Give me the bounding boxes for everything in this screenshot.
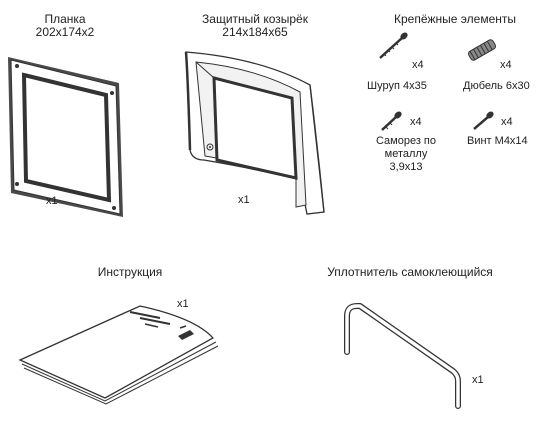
screw-illustration xyxy=(379,32,408,59)
plate-title: Планка xyxy=(44,12,86,26)
manual-quantity: x1 xyxy=(177,298,189,310)
dowel-quantity: x4 xyxy=(500,59,512,71)
bolt-quantity: x4 xyxy=(501,116,513,128)
visor-quantity: x1 xyxy=(238,194,250,206)
seal-quantity: x1 xyxy=(472,374,484,386)
metal-screw-quantity: x4 xyxy=(410,116,422,128)
manual-illustration xyxy=(18,305,219,405)
manual-title: Инструкция xyxy=(97,265,163,279)
screw-quantity: x4 xyxy=(412,59,424,71)
metal-screw-illustration xyxy=(381,111,402,131)
seal-illustration xyxy=(344,303,461,409)
plate-dims: 202x174x2 xyxy=(35,25,95,39)
plate-illustration xyxy=(8,57,123,217)
metal-screw-label-line-2: металлу xyxy=(384,148,428,160)
dowel-label: Дюбель 6x30 xyxy=(463,80,530,92)
bolt-label: Винт М4x14 xyxy=(467,135,528,147)
visor-dims: 214x184x65 xyxy=(222,25,288,39)
seal-title: Уплотнитель самоклеющийся xyxy=(327,265,493,279)
visor-title: Защитный козырёк xyxy=(202,12,308,26)
metal-screw-label-line-1: Саморез по xyxy=(375,135,437,147)
screw-label: Шуруп 4x35 xyxy=(367,80,427,92)
plate-quantity: x1 xyxy=(46,195,58,207)
fasteners-title: Крепёжные элементы xyxy=(393,12,516,26)
bolt-illustration xyxy=(473,111,494,130)
visor-illustration xyxy=(184,51,325,215)
dowel-illustration xyxy=(467,39,497,61)
metal-screw-label-line-3: 3,9x13 xyxy=(389,161,423,173)
